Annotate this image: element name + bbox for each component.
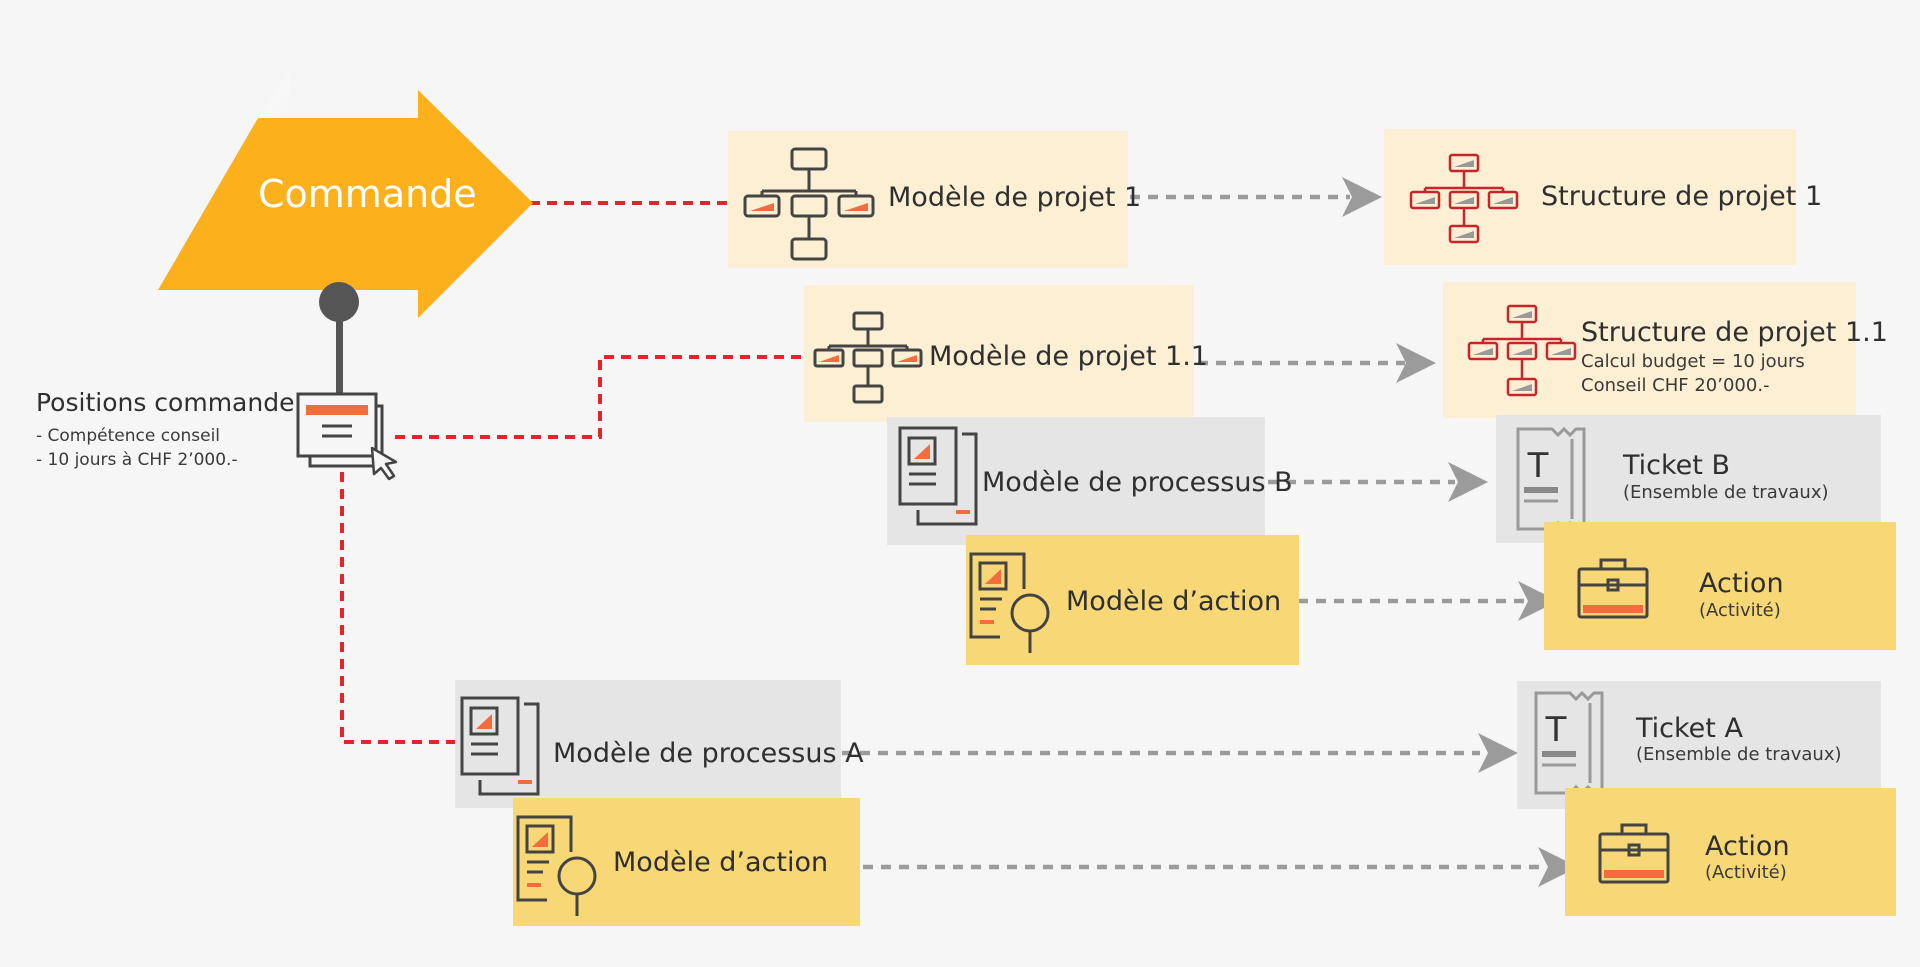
ticketB-box bbox=[1496, 415, 1881, 543]
svg-text:T: T bbox=[1545, 710, 1567, 750]
connector-positions-processusA bbox=[340, 472, 455, 744]
positions-title: Positions commande bbox=[36, 388, 295, 417]
structure11-line-2: Conseil CHF 20’000.- bbox=[1581, 375, 1770, 396]
arrowhead-actionA bbox=[1538, 847, 1578, 887]
model-projet11-box bbox=[804, 285, 1194, 422]
org-chart-red-icon bbox=[1467, 304, 1577, 397]
arrowhead-ticketA bbox=[1478, 733, 1518, 773]
model-projet1-label: Modèle de projet 1 bbox=[888, 182, 1142, 213]
ticketA-sub: (Ensemble de travaux) bbox=[1636, 744, 1842, 765]
model-actionA-label: Modèle d’action bbox=[613, 847, 829, 878]
structure1-title: Structure de projet 1 bbox=[1541, 181, 1823, 212]
ticketB-title: Ticket B bbox=[1623, 450, 1730, 481]
actionB-title: Action bbox=[1699, 568, 1784, 599]
commande-arrow bbox=[158, 70, 533, 318]
org-chart-red-icon bbox=[1409, 153, 1519, 244]
actionA-box bbox=[1565, 788, 1896, 916]
document-search-icon bbox=[969, 552, 1050, 653]
ticket-icon: T bbox=[1516, 426, 1586, 532]
briefcase-icon bbox=[1598, 823, 1670, 884]
actionB-sub: (Activité) bbox=[1699, 600, 1781, 621]
ticketA-title: Ticket A bbox=[1636, 713, 1743, 744]
model-actionB-label: Modèle d’action bbox=[1066, 586, 1282, 617]
positions-line-1: - Compétence conseil bbox=[36, 426, 221, 446]
ticketB-sub: (Ensemble de travaux) bbox=[1623, 482, 1829, 503]
structure11-line-1: Calcul budget = 10 jours bbox=[1581, 351, 1805, 372]
structure11-title: Structure de projet 1.1 bbox=[1581, 317, 1888, 348]
arrowhead-structure11 bbox=[1396, 343, 1436, 383]
briefcase-icon bbox=[1577, 558, 1649, 619]
commande-label: Commande bbox=[258, 172, 477, 216]
documents-icon bbox=[898, 426, 978, 526]
arrowhead-actionB bbox=[1518, 581, 1558, 621]
order-window-icon bbox=[296, 392, 398, 481]
org-chart-icon bbox=[813, 311, 923, 404]
model-actionB-box bbox=[966, 535, 1299, 665]
document-search-icon bbox=[516, 815, 597, 916]
actionA-sub: (Activité) bbox=[1705, 862, 1787, 883]
arrowhead-structure1 bbox=[1342, 177, 1382, 217]
ticket-icon: T bbox=[1534, 690, 1604, 796]
model-projet11-label: Modèle de projet 1.1 bbox=[929, 341, 1208, 372]
model-projet1-box bbox=[728, 131, 1128, 268]
actionA-title: Action bbox=[1705, 831, 1790, 862]
positions-line-2: - 10 jours à CHF 2’000.- bbox=[36, 450, 238, 470]
arrowhead-ticketB bbox=[1448, 462, 1488, 502]
documents-icon bbox=[460, 696, 540, 796]
connector-positions-projet11 bbox=[395, 355, 810, 439]
svg-text:T: T bbox=[1527, 446, 1549, 486]
org-chart-icon bbox=[743, 147, 875, 261]
model-processusA-label: Modèle de processus A bbox=[553, 738, 864, 769]
pin-connector-icon bbox=[319, 282, 359, 395]
model-processusB-label: Modèle de processus B bbox=[982, 467, 1293, 498]
